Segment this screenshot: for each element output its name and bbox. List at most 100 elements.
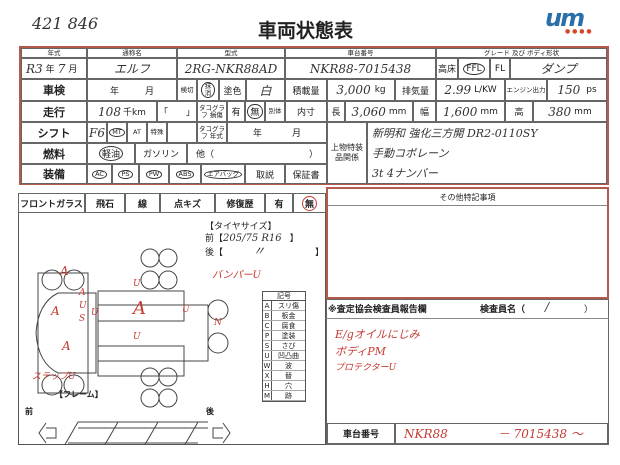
- frame-front-label: 前: [25, 407, 33, 416]
- damage-mark: A: [133, 298, 146, 319]
- shaken-label: 車検: [21, 79, 87, 101]
- report-line: E/gオイルにじみ: [335, 328, 420, 341]
- legend-code: X: [263, 371, 272, 380]
- damage-mark: A: [51, 304, 60, 318]
- tacho-damage-label: タコグラフ 損傷: [197, 101, 227, 122]
- legend-code: P: [263, 331, 272, 340]
- mileage-label: 走行: [21, 101, 87, 122]
- fl-option: FL: [490, 58, 510, 79]
- frame-drawing: [38, 421, 231, 445]
- special-line: 新明和 強化三方開 DR2-0110SY: [372, 127, 538, 140]
- load-unit: kg: [374, 85, 386, 95]
- ps-label: PS: [118, 169, 133, 179]
- damage-mark: U: [91, 308, 99, 318]
- engine-value: 150: [557, 83, 581, 97]
- chassis-value: NKR88-7015438: [285, 58, 436, 79]
- engine-label: エンジン出力: [505, 79, 547, 101]
- fuel-other-label: 他（: [196, 150, 215, 160]
- legend-meaning: 塗装: [281, 332, 296, 340]
- height-unit: mm: [574, 106, 592, 117]
- repair-yes: 有: [265, 193, 293, 213]
- legend-meaning: 穴: [285, 382, 292, 390]
- equip-pw: PW: [139, 164, 169, 184]
- inspector-report-box: [326, 299, 609, 445]
- legend-code: W: [263, 361, 272, 370]
- high-floor-label: 高床: [436, 58, 458, 79]
- shift-at: AT: [127, 122, 147, 143]
- legend-meaning: 跡: [285, 392, 292, 400]
- mileage-unit: 千km: [122, 108, 146, 118]
- shift-blank: [167, 122, 197, 143]
- legend-title: 記号: [263, 292, 305, 301]
- fuel-label: 燃料: [21, 143, 87, 164]
- shift-special: 特殊: [147, 122, 167, 143]
- frame-label: 【フレーム】: [55, 390, 103, 399]
- shift-value: F6: [87, 122, 107, 143]
- diesel-label: 軽油: [98, 146, 123, 161]
- shift-label: シフト: [21, 122, 87, 143]
- equipment-label: 装備: [21, 164, 87, 184]
- damage-mark: U: [182, 305, 190, 315]
- legend-code: C: [263, 321, 272, 330]
- repair-no: 無: [293, 193, 326, 213]
- bumper-note: バンパーU: [212, 270, 261, 281]
- height-value: 380: [548, 104, 572, 119]
- footer-chassis-value: NKR88 － 7015438 ～: [395, 423, 608, 444]
- damage-mark: N: [214, 318, 222, 328]
- rear-arrow-icon: [212, 422, 231, 444]
- tacho-no-label: 無: [247, 104, 263, 119]
- tire-front-label: 前【: [205, 234, 224, 244]
- equip-manual: 取説: [245, 164, 285, 184]
- year-unit: 年: [45, 65, 55, 75]
- damage-mark: A: [79, 288, 86, 298]
- special-equipment-label: 上物特装品関係: [327, 122, 367, 184]
- shaken-month: 月: [145, 86, 155, 97]
- report-line: プロテクターU: [335, 363, 397, 373]
- month-value: 7: [57, 61, 66, 76]
- fuel-other: 他（ ）: [187, 143, 327, 164]
- tire-size: 【タイヤサイズ】 前【205/75 R16】 後【〃】: [205, 221, 324, 259]
- length-unit: mm: [388, 106, 407, 117]
- tire-rear-value: 〃: [253, 244, 266, 258]
- fuel-diesel: 軽油: [87, 143, 135, 164]
- tacho-yes: 有: [227, 101, 245, 122]
- special-line: 3t 4ナンバー: [372, 167, 438, 180]
- paint-label: 塗色: [219, 79, 246, 101]
- footer-chassis-model: NKR88: [404, 426, 448, 441]
- tire-rear-label: 後【: [205, 248, 224, 258]
- tacho-year-label: タコグラフ 年式: [197, 122, 227, 143]
- logo-mark: um: [545, 4, 585, 32]
- tire-icon: [41, 248, 229, 408]
- displacement-value: 2.99: [444, 83, 472, 97]
- shaken-date: 年月: [87, 79, 177, 101]
- footer-chassis-number: － 7015438 ～: [497, 427, 583, 441]
- width-unit: mm: [480, 106, 498, 117]
- footer-chassis-label: 車台番号: [327, 423, 395, 444]
- other-notes-box: [326, 187, 609, 299]
- month-unit: 月: [68, 65, 78, 75]
- tire-front-value: 205/75 R16: [223, 233, 282, 244]
- line-label: 線: [125, 193, 160, 213]
- inspector-value: /: [545, 300, 550, 314]
- header-grade: グレード 及び ボディ形状: [436, 48, 607, 58]
- shaken-year: 年: [109, 86, 119, 97]
- legend-meaning: さび: [281, 342, 296, 350]
- other-notes-title: その他特記事項: [328, 189, 607, 206]
- damage-mark: U: [133, 332, 141, 342]
- legend-code: A: [263, 301, 272, 310]
- fuel-other-close: ）: [308, 150, 318, 160]
- damage-mark: A: [60, 264, 69, 278]
- bed-floor: [97, 304, 209, 362]
- mt-label: MT: [109, 128, 125, 137]
